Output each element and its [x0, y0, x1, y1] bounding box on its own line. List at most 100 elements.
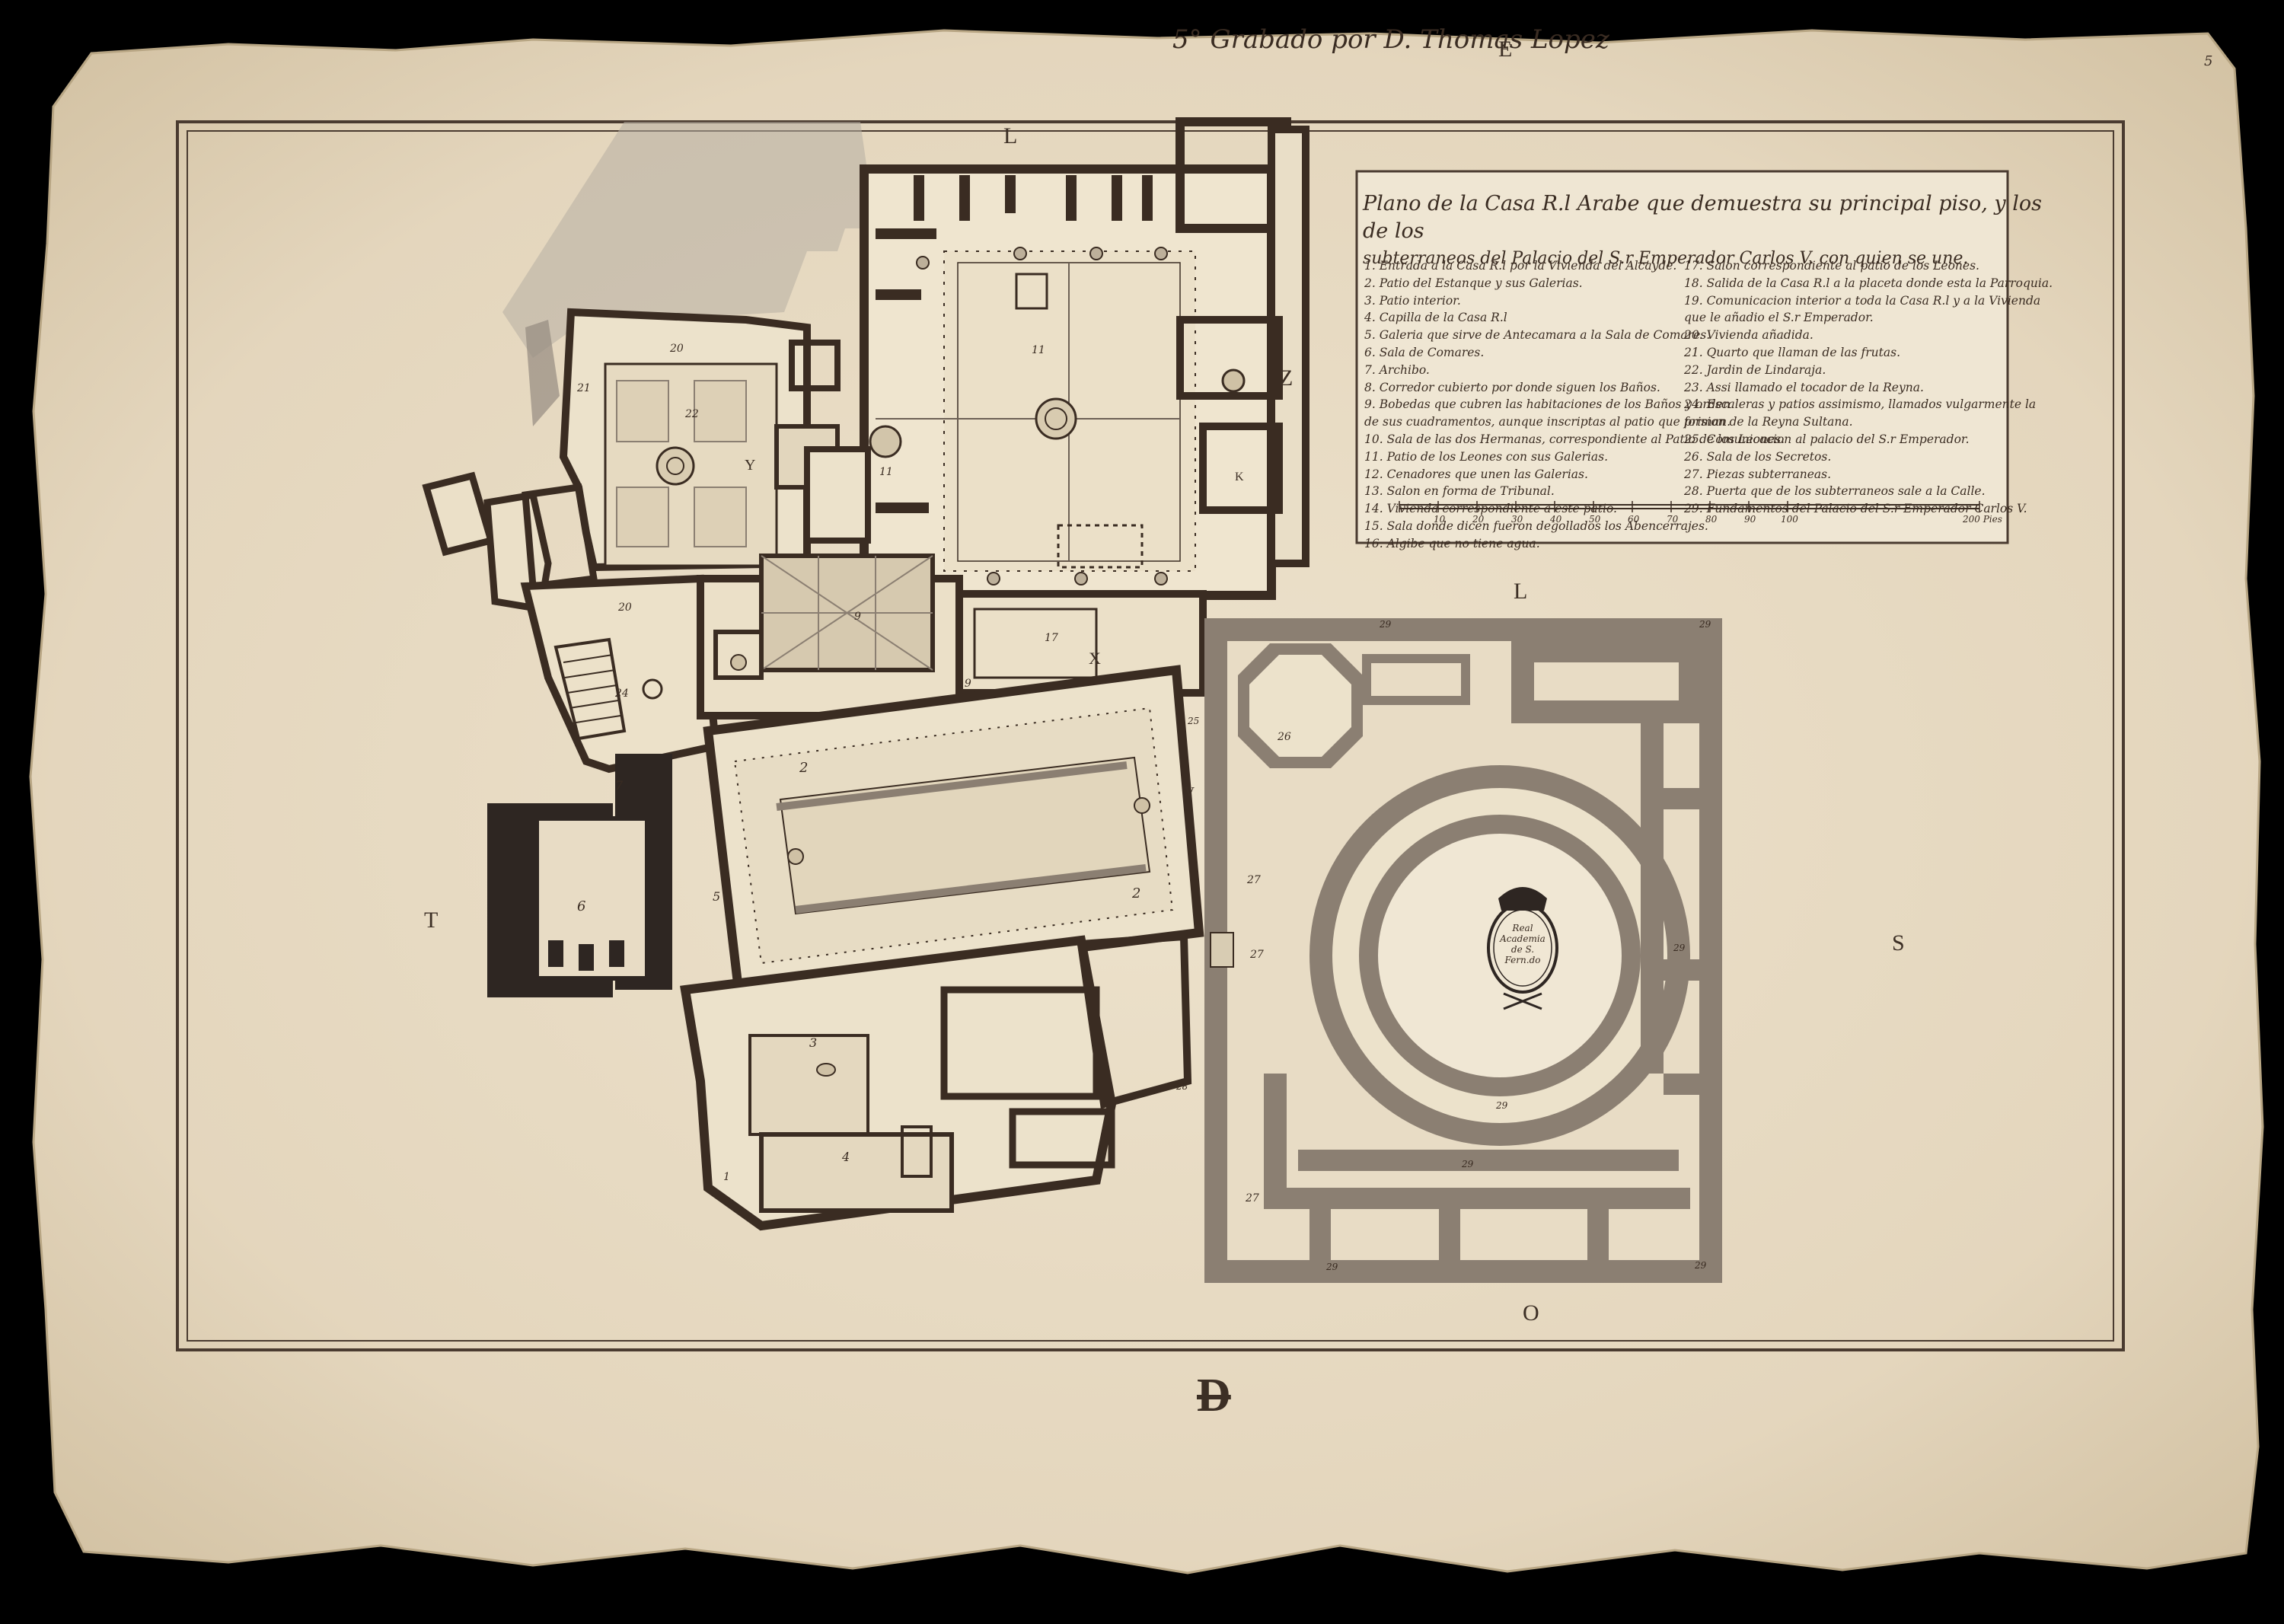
room-label: 17 [1045, 632, 1058, 644]
outer-frame [176, 120, 2125, 1351]
compass-west: T [424, 908, 439, 933]
scale-tick-label: 10 [1434, 514, 1446, 525]
legend-item: 20. Vivienda añadida. [1684, 328, 1813, 343]
legend-item: 11. Patio de los Leones con sus Galerias… [1364, 449, 1609, 464]
room-label: 2 [1132, 885, 1141, 901]
scale-tick-label: 20 [1472, 514, 1485, 525]
legend-item: 17. Salon correspondiente al patio de lo… [1684, 259, 1979, 273]
legend-item: 13. Salon en forma de Tribunal. [1364, 484, 1555, 499]
legend-item: 12. Cenadores que unen las Galerias. [1364, 467, 1588, 481]
engraver-inscription: 5° Grabado por D. Thomas Lopez [1172, 24, 1609, 55]
legend-item: 4. Capilla de la Casa R.l [1364, 311, 1507, 325]
room-label: 6 [577, 898, 586, 914]
scale-tick-label: 100 [1781, 514, 1798, 525]
crossed-letter-d: D [1197, 1370, 1231, 1421]
compass-bottom: O [1523, 1300, 1539, 1326]
baths-block [520, 554, 1207, 774]
legend-item: 3. Patio interior. [1364, 293, 1461, 308]
patio-leones-block [860, 117, 1309, 600]
legend-item: 25. Comunicacion al palacio del S.r Empe… [1684, 432, 1970, 446]
plan-title-line2: subterraneos del Palacio del S.r Emperad… [1363, 249, 1969, 268]
room-label: 27 [1247, 874, 1261, 886]
room-label: 2 [799, 760, 809, 776]
seal-text: Real Academia de S. Fern.do [1500, 923, 1546, 965]
legend-item: 14. Vivienda correspondiente a este pati… [1364, 502, 1617, 516]
room-label: 28 [1176, 1081, 1188, 1092]
compass-cartouche-bottom: L [1514, 579, 1528, 604]
legend-right: 17. Salon correspondiente al patio de lo… [1684, 257, 2053, 518]
legend-item: 10. Sala de las dos Hermanas, correspond… [1364, 432, 1785, 446]
room-label: 29 [1326, 1262, 1338, 1272]
room-label: 29 [1462, 1159, 1474, 1169]
legend-item: 27. Piezas subterraneas. [1684, 467, 1832, 481]
room-label: 29 [1496, 1100, 1508, 1111]
marker-v: V [1185, 784, 1195, 799]
room-label: 11 [1032, 344, 1045, 356]
plan-title-line1: Plano de la Casa R.l Arabe que demuestra… [1363, 192, 2042, 243]
legend-item: 21. Quarto que llaman de las frutas. [1684, 345, 1900, 359]
room-label: 24 [615, 688, 629, 700]
comares-tower [487, 754, 672, 997]
room-label: 7 [615, 778, 624, 793]
legend-item: 5. Galeria que sirve de Antecamara a la … [1364, 328, 1711, 343]
legend-item: 23. Assi llamado el tocador de la Reyna. [1684, 380, 1924, 394]
legend-left: 1. Entrada a la Casa R.l por la Vivienda… [1364, 257, 1785, 553]
scale-tick-label: 30 [1511, 514, 1523, 525]
scale-bar [1399, 501, 1980, 512]
room-label: 19 [958, 678, 971, 690]
lower-rooms [680, 932, 1192, 1231]
inner-frame [187, 130, 2114, 1342]
room-label: 22 [685, 408, 699, 420]
room-label: 29 [1699, 619, 1711, 630]
legend-item: 24. Escaleras y patios assimismo, llamad… [1684, 397, 2037, 412]
lindaraja-block [559, 308, 871, 572]
patio-estanque [703, 665, 1204, 995]
legend-item: 9. Bobedas que cubren las habitaciones d… [1364, 397, 1731, 412]
room-label: 29 [1380, 619, 1392, 630]
legend-item: 18. Salida de la Casa R.l a la placeta d… [1684, 276, 2053, 290]
marker-y: Y [745, 457, 756, 474]
compass-south-east: S [1892, 930, 1905, 956]
compass-north-top: L [1003, 123, 1018, 148]
compass-east-top: E [1498, 37, 1513, 62]
cartouche-box [1355, 170, 2009, 544]
scale-tick-label: 70 [1667, 514, 1679, 525]
room-label: 11 [879, 466, 893, 478]
legend-item: 19. Comunicacion interior a toda la Casa… [1684, 293, 2041, 308]
room-label: 29 [1695, 1260, 1707, 1271]
marker-k: K [1235, 471, 1244, 483]
marker-x: X [1089, 649, 1101, 668]
legend-item: prision de la Reyna Sultana. [1684, 415, 1853, 429]
room-label: 3 [809, 1035, 818, 1050]
legend-item: 15. Sala donde dicen fueron degollados l… [1364, 518, 1708, 533]
legend-item: 22. Jardin de Lindaraja. [1684, 362, 1826, 377]
hillside-wash [502, 122, 883, 358]
legend-item: 16. Algibe que no tiene agua. [1364, 536, 1540, 550]
legend-item: 8. Corredor cubierto por donde siguen lo… [1364, 380, 1660, 394]
room-label: 25 [1188, 716, 1200, 726]
room-label: 4 [842, 1150, 850, 1164]
legend-item: 26. Sala de los Secretos. [1684, 449, 1832, 464]
legend-item: 29. Fundamentos del Palacio del S.r Empe… [1684, 502, 2027, 516]
palacio-carlos-v [1204, 618, 1722, 1283]
scale-tick-label: 50 [1589, 514, 1601, 525]
legend-item: 2. Patio del Estanque y sus Galerias. [1364, 276, 1583, 290]
room-label: 26 [1278, 731, 1291, 743]
legend-item: 7. Archibo. [1364, 362, 1430, 377]
legend-item: 6. Sala de Comares. [1364, 345, 1485, 359]
scale-tick-label: 40 [1550, 514, 1562, 525]
legend-item: 28. Puerta que de los subterraneos sale … [1684, 484, 1986, 499]
room-label: 1 [723, 1171, 730, 1183]
room-label: 20 [618, 601, 632, 614]
room-label: 27 [1246, 1192, 1259, 1204]
room-label: 21 [577, 382, 591, 394]
scale-tick-label: 60 [1628, 514, 1640, 525]
room-label: 27 [1250, 949, 1264, 961]
entrance-tower [422, 471, 598, 614]
room-label: 9 [854, 611, 861, 623]
scale-tick-label: 90 [1744, 514, 1756, 525]
page-number: 5 [2204, 53, 2213, 69]
scale-tick-label: 80 [1705, 514, 1718, 525]
